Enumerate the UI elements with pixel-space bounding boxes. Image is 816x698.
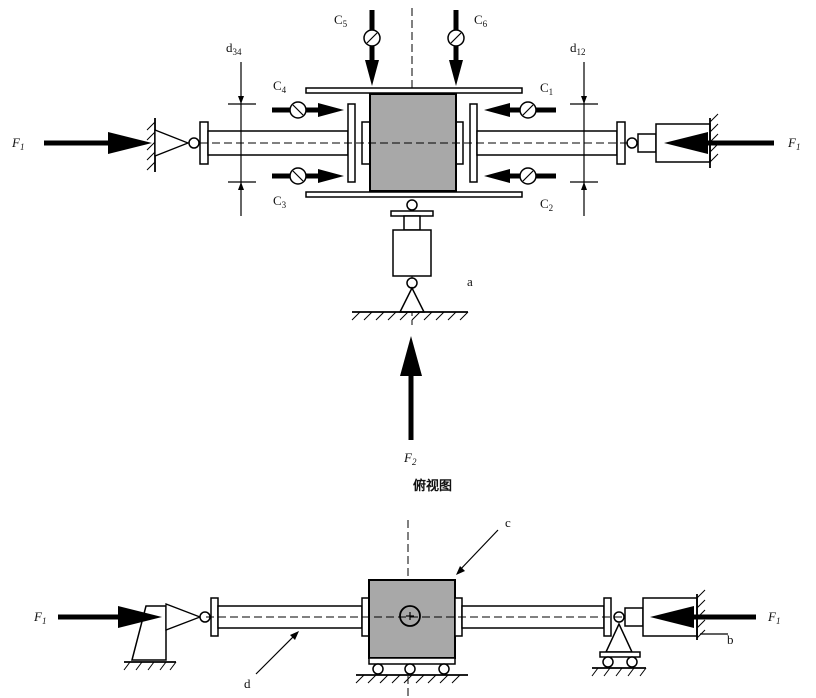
label-c: c xyxy=(505,515,511,530)
top-view: F1 xyxy=(11,8,800,494)
top-view-caption: 俯视图 xyxy=(413,478,452,494)
bottom-plate xyxy=(305,191,523,198)
dimension-d12-label: d12 xyxy=(570,40,586,57)
side-left-force-arrow xyxy=(58,606,162,628)
gauge-C3-label: C3 xyxy=(273,193,287,210)
lower-support-stack xyxy=(351,199,469,321)
right-force-label: F1 xyxy=(787,135,800,152)
right-support-cart xyxy=(591,622,647,677)
specimen-carriage xyxy=(355,657,468,684)
side-right-force-arrow xyxy=(650,606,756,628)
gauge-C5-label: C5 xyxy=(334,12,348,29)
gauge-C4-label: C4 xyxy=(273,78,287,95)
label-b: b xyxy=(727,632,734,647)
dimension-d34-label: d34 xyxy=(226,40,242,57)
leader-d xyxy=(255,633,297,675)
left-pedestal xyxy=(123,603,211,671)
gauge-C2-label: C2 xyxy=(540,196,553,213)
gauge-C6 xyxy=(447,10,465,86)
right-force-arrow xyxy=(664,132,774,154)
dimension-d34 xyxy=(228,62,256,216)
side-view: F1 xyxy=(33,515,780,698)
leader-c xyxy=(457,529,499,573)
side-right-bar xyxy=(454,597,625,637)
top-plate xyxy=(305,87,523,94)
label-d: d xyxy=(244,676,251,691)
force-F2-arrow xyxy=(400,336,422,440)
side-left-force-label: F1 xyxy=(33,609,46,626)
left-force-arrow xyxy=(44,132,152,154)
gauge-C5 xyxy=(363,10,381,86)
side-right-force-label: F1 xyxy=(767,609,780,626)
gauge-C1 xyxy=(484,101,556,119)
left-force-label: F1 xyxy=(11,135,24,152)
gauge-C4 xyxy=(272,101,344,119)
gauge-C2 xyxy=(484,167,556,185)
dimension-d12 xyxy=(570,62,598,216)
label-a: a xyxy=(467,274,473,289)
gauge-C1-label: C1 xyxy=(540,80,553,97)
left-wall-support xyxy=(146,118,200,172)
gauge-C6-label: C6 xyxy=(474,12,488,29)
gauge-C3 xyxy=(272,167,344,185)
force-F2-label: F2 xyxy=(403,450,417,467)
